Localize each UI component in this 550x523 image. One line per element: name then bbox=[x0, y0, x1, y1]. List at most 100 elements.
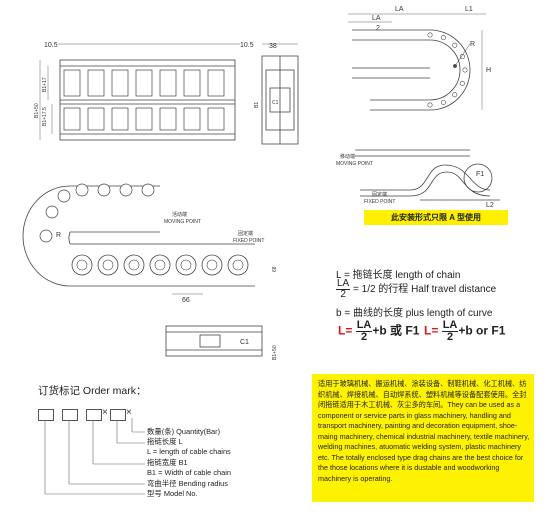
order-item-radius: 弯曲半径 Bending radius bbox=[147, 479, 228, 488]
curve-link bbox=[427, 102, 433, 108]
legend-l-symbol: L bbox=[336, 270, 342, 281]
plan-link bbox=[183, 69, 201, 97]
dim-68: 68 bbox=[272, 266, 278, 272]
installation-diagram bbox=[355, 149, 500, 201]
fixed-point-cn-2: 固定端 bbox=[372, 191, 387, 198]
order-item-width-en: B1 = Width of cable chain bbox=[147, 468, 232, 477]
plan-link bbox=[87, 69, 105, 97]
order-item-quantity: 数量(条) Quantity(Bar) bbox=[147, 427, 221, 436]
order-box-length bbox=[110, 409, 126, 421]
curve-link bbox=[462, 67, 468, 73]
loop-link-inner bbox=[128, 259, 140, 271]
curve-link bbox=[452, 42, 458, 48]
loop-link-upper bbox=[119, 183, 133, 197]
loop-link-inner bbox=[206, 259, 218, 271]
plan-link bbox=[207, 69, 225, 97]
dim-38: 38 bbox=[269, 43, 277, 50]
loop-link-upper bbox=[75, 183, 89, 197]
dim-c1-section: C1 bbox=[240, 339, 249, 346]
loop-link-upper bbox=[97, 183, 111, 197]
formula-cn-num: LA bbox=[355, 319, 373, 332]
dim-two: 2 bbox=[376, 25, 380, 32]
plan-link bbox=[111, 107, 129, 131]
dim-l1: L1 bbox=[465, 6, 473, 13]
plan-link bbox=[159, 107, 177, 131]
legend-la-text: = 1/2 的行程 Half travel distance bbox=[350, 284, 497, 296]
dim-la-top: LA bbox=[395, 6, 404, 13]
loop-link-inner bbox=[76, 259, 88, 271]
order-box-radius bbox=[62, 409, 78, 421]
loop-link-inner bbox=[232, 259, 244, 271]
install-note-text: 此安装形式只限 A 型使用 bbox=[391, 213, 481, 222]
loop-link-upper bbox=[45, 205, 59, 219]
chain-plan-view bbox=[59, 59, 236, 141]
cross-section bbox=[165, 325, 263, 357]
formula-l-eq-2: L= bbox=[424, 323, 439, 338]
dim-la2: LA bbox=[372, 15, 381, 22]
curve-link bbox=[459, 54, 465, 60]
loop-link bbox=[123, 254, 145, 276]
dim-66: 66 bbox=[182, 297, 190, 304]
plan-link bbox=[111, 69, 129, 97]
formula-cn-den: 2 bbox=[360, 331, 368, 343]
dim-b1-plus-50: B1+50 bbox=[34, 103, 40, 118]
left-vertical-dims bbox=[39, 60, 53, 140]
order-x-2: × bbox=[126, 407, 132, 418]
fixed-point-en-2: FIXED POINT bbox=[364, 199, 395, 205]
order-item-length-en: L = length of cable chains bbox=[147, 447, 231, 456]
loop-link bbox=[175, 254, 197, 276]
loop-link-upper bbox=[39, 229, 53, 243]
dim-h: H bbox=[486, 67, 491, 74]
plan-link bbox=[183, 107, 201, 131]
plan-link bbox=[135, 69, 153, 97]
legend-l: L = 拖链长度 length of chain bbox=[336, 266, 460, 281]
fixed-point-cn: 固定端 bbox=[238, 230, 253, 237]
dim-b1-plus-17-5: B1+17.5 bbox=[42, 107, 48, 126]
dim-b1-section: B1+50 bbox=[272, 345, 278, 360]
order-mark-title: 订货标记 Order mark： bbox=[38, 385, 147, 397]
fixed-point-en: FIXED POINT bbox=[233, 238, 264, 244]
order-item-length-cn: 拖链长度 L bbox=[147, 437, 183, 446]
loop-link-upper bbox=[141, 183, 155, 197]
loop-link bbox=[201, 254, 223, 276]
moving-point-cn-2: 移动端 bbox=[340, 153, 355, 160]
loop-link-inner bbox=[154, 259, 166, 271]
curve-link bbox=[459, 80, 465, 86]
chain-curve-diagram bbox=[352, 29, 471, 111]
order-item-width-cn: 拖链宽度 B1 bbox=[147, 458, 188, 467]
side-profile-view bbox=[261, 55, 299, 145]
loop-link bbox=[97, 254, 119, 276]
dim-r-top: R bbox=[470, 41, 475, 48]
dim-c1-side: C1 bbox=[272, 100, 279, 106]
install-note-box bbox=[364, 210, 508, 225]
formula-l-eq: L= bbox=[338, 323, 353, 338]
loop-link bbox=[149, 254, 171, 276]
plan-link bbox=[87, 107, 105, 131]
curve-link bbox=[452, 92, 458, 98]
loop-link bbox=[227, 254, 249, 276]
loop-link-inner bbox=[102, 259, 114, 271]
dim-r-loop: R bbox=[56, 232, 61, 239]
legend-la-den: 2 bbox=[340, 289, 346, 300]
legend-la-num: LA bbox=[336, 278, 351, 290]
dim-10-5-left: 10.5 bbox=[44, 42, 58, 49]
dim-b1-side: B1 bbox=[254, 102, 260, 108]
applications-panel bbox=[312, 374, 534, 502]
legend-l-text: = 拖链长度 length of chain bbox=[341, 270, 461, 281]
plan-link bbox=[63, 107, 81, 131]
formula-en-den: 2 bbox=[446, 331, 454, 343]
dim-10-5-right: 10.5 bbox=[240, 42, 254, 49]
legend-b: b = 曲线的长度 plus length of curve bbox=[336, 304, 492, 319]
order-box-model bbox=[38, 409, 54, 421]
moving-point-en-2: MOVING POINT bbox=[336, 161, 373, 167]
plan-link bbox=[207, 107, 225, 131]
chain-loop-drawing bbox=[22, 183, 255, 287]
